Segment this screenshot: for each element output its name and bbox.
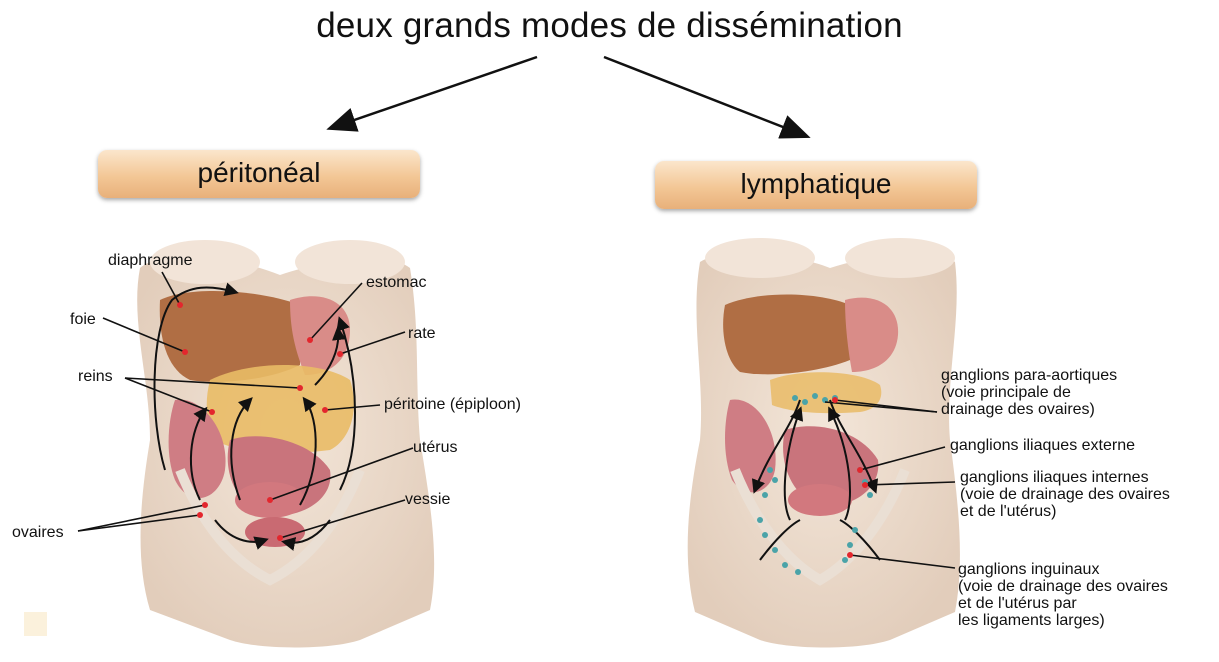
label-para-aortiques-line3: drainage des ovaires) — [941, 401, 1117, 418]
label-para-aortiques-line1: ganglions para-aortiques — [941, 367, 1117, 384]
label-inguinaux-line3: et de l'utérus par — [958, 595, 1168, 612]
arrow-to-lymphatic — [604, 57, 806, 136]
label-iliaques-externe: ganglions iliaques externe — [950, 437, 1135, 454]
peritoneal-torso-illustration — [137, 240, 434, 648]
arrow-to-peritoneal — [331, 57, 537, 128]
label-iliaques-internes: ganglions iliaques internes (voie de dra… — [960, 469, 1170, 520]
label-iliaques-internes-line3: et de l'utérus) — [960, 503, 1170, 520]
label-vessie: vessie — [405, 491, 450, 508]
label-inguinaux-line4: les ligaments larges) — [958, 612, 1168, 629]
label-inguinaux-line2: (voie de drainage des ovaires — [958, 578, 1168, 595]
lymphatic-torso-illustration — [688, 238, 960, 648]
label-iliaques-internes-line2: (voie de drainage des ovaires — [960, 486, 1170, 503]
label-para-aortiques: ganglions para-aortiques (voie principal… — [941, 367, 1117, 418]
label-para-aortiques-line2: (voie principale de — [941, 384, 1117, 401]
label-iliaques-externe-line1: ganglions iliaques externe — [950, 437, 1135, 454]
label-foie: foie — [70, 311, 96, 328]
label-inguinaux-line1: ganglions inguinaux — [958, 561, 1168, 578]
label-reins: reins — [78, 368, 113, 385]
decorative-square — [24, 612, 47, 636]
label-estomac: estomac — [366, 274, 426, 291]
label-iliaques-internes-line1: ganglions iliaques internes — [960, 469, 1170, 486]
label-rate: rate — [408, 325, 436, 342]
label-diaphragme: diaphragme — [108, 252, 193, 269]
label-inguinaux: ganglions inguinaux (voie de drainage de… — [958, 561, 1168, 629]
label-peritoine: péritoine (épiploon) — [384, 396, 521, 413]
label-uterus: utérus — [413, 439, 457, 456]
label-ovaires: ovaires — [12, 524, 64, 541]
